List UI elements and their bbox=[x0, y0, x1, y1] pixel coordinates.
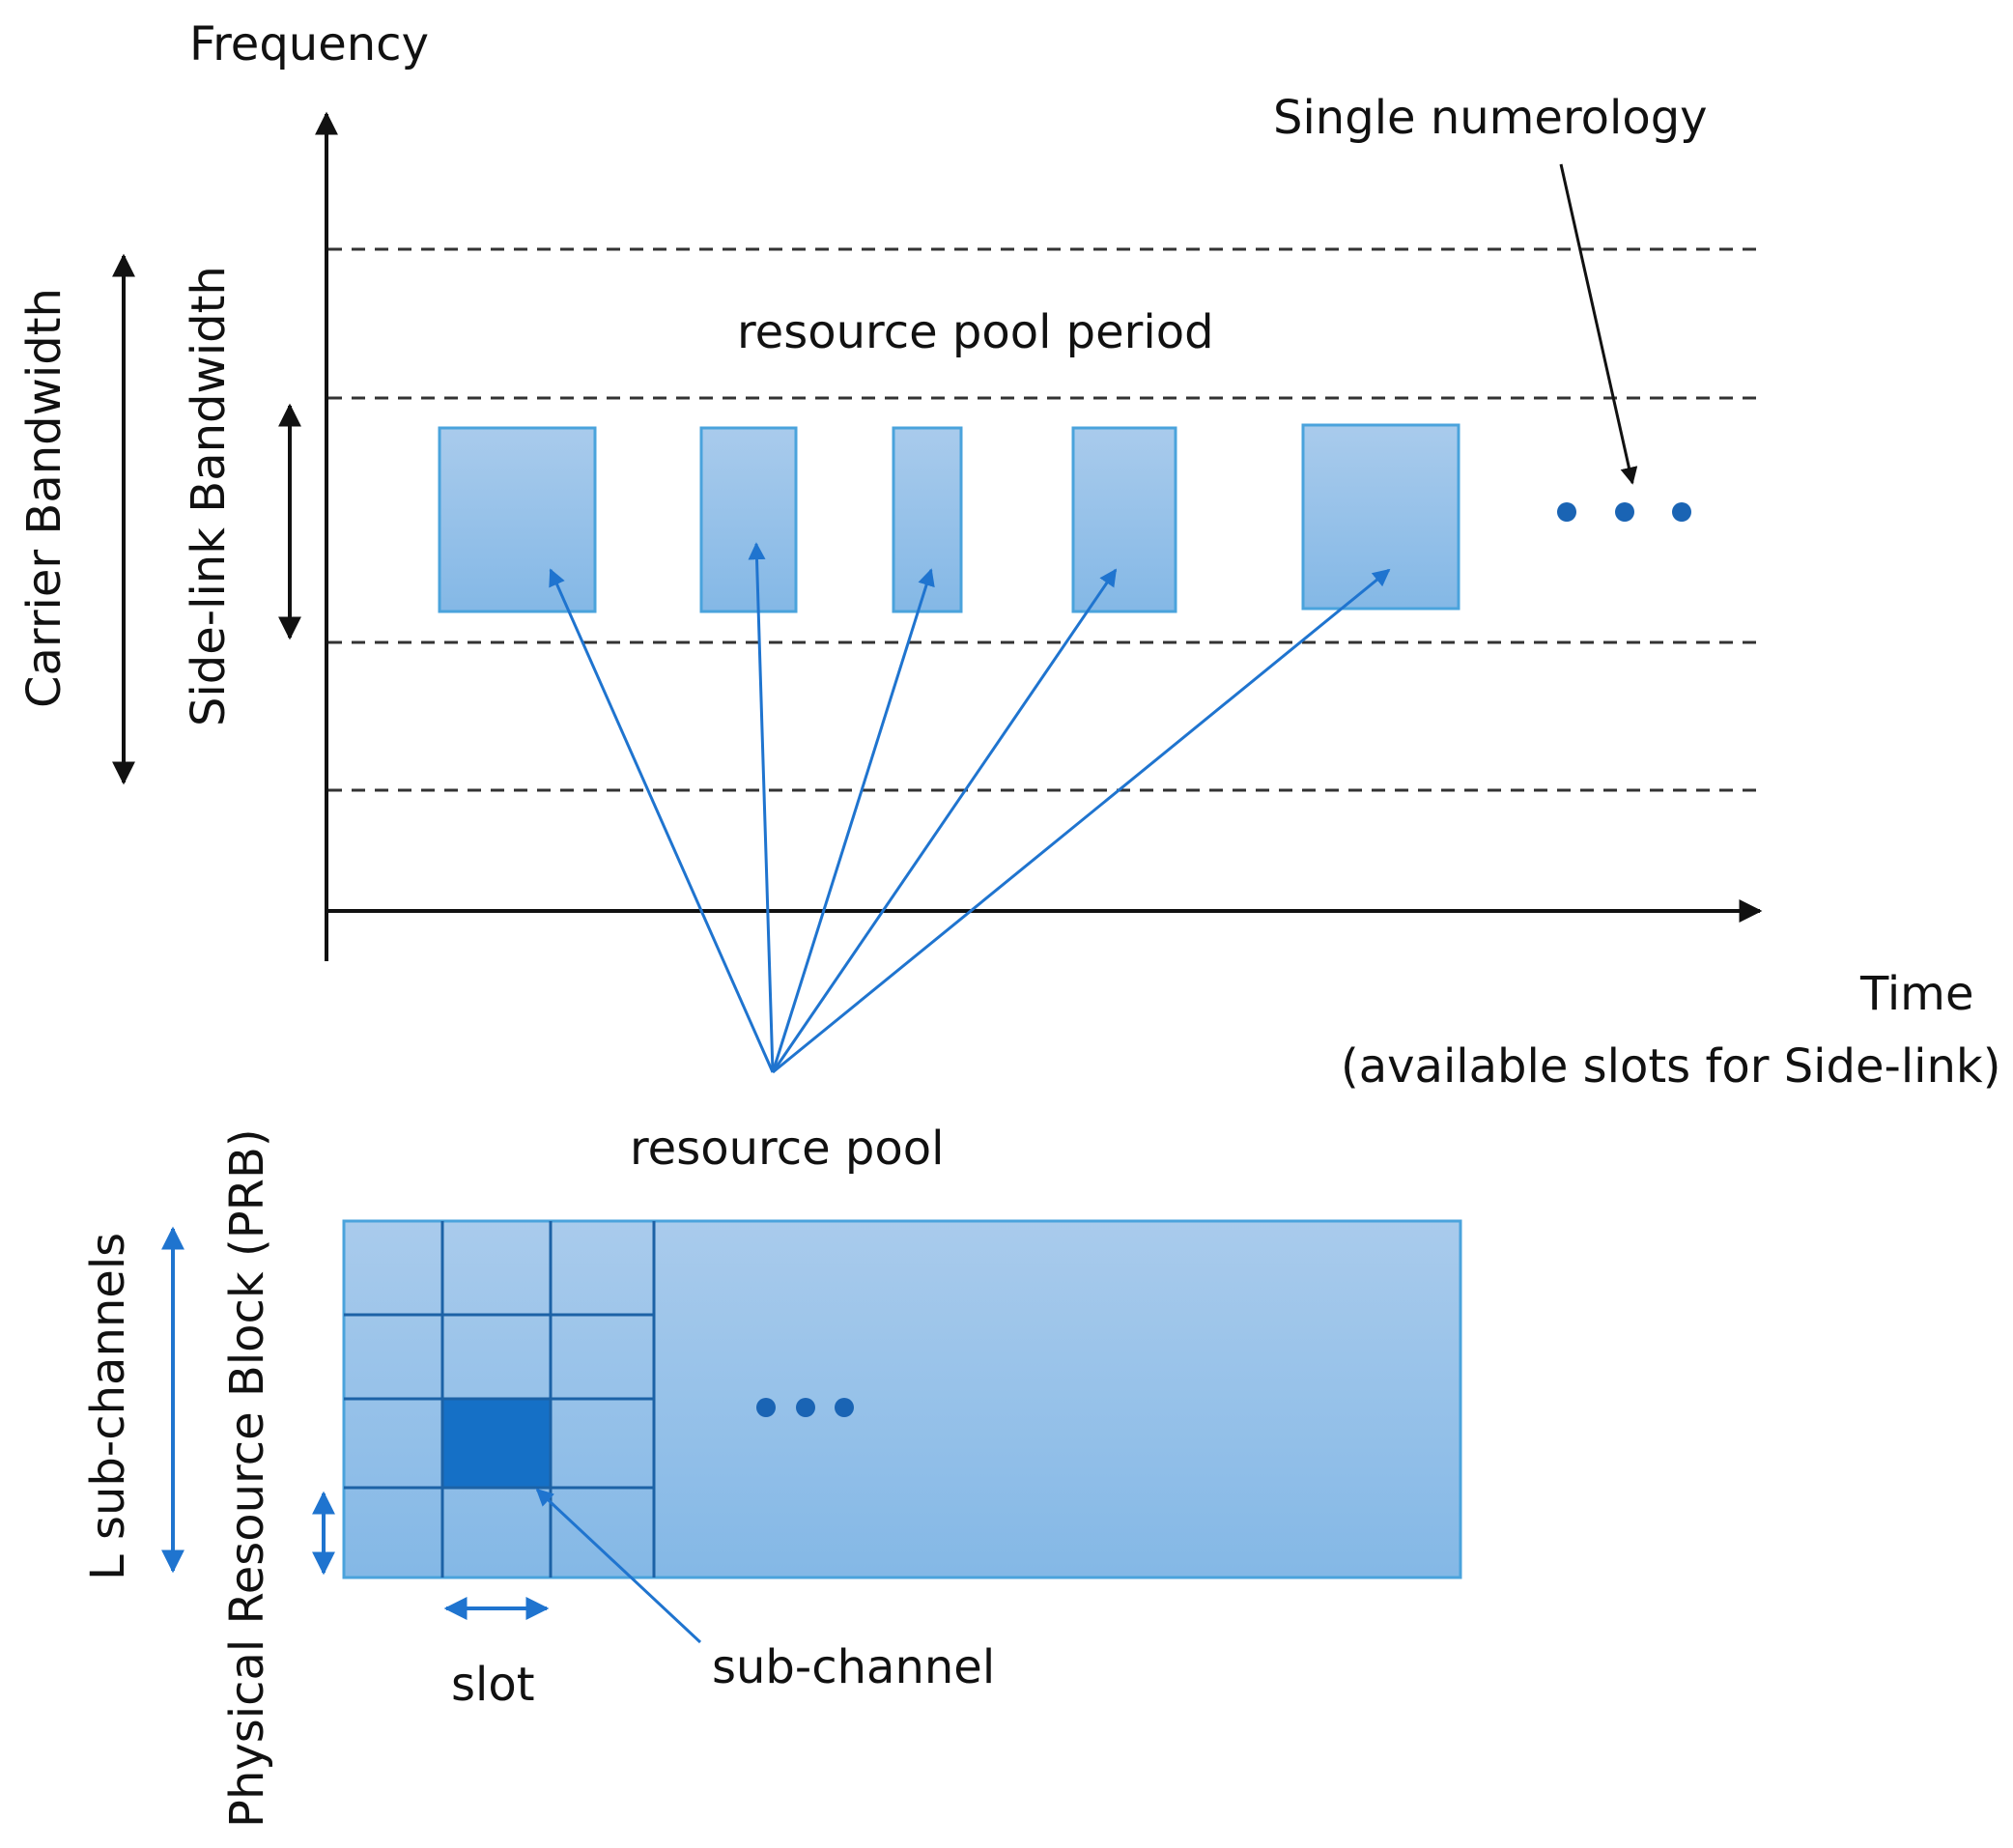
prb-label: Physical Resource Block (PRB) bbox=[220, 1128, 274, 1828]
resource-pool-block-4 bbox=[1071, 426, 1177, 613]
l-subchannels-label: L sub-channels bbox=[81, 1233, 135, 1580]
resource-pool-block-1 bbox=[438, 426, 597, 613]
single-numerology-pointer bbox=[1559, 163, 1638, 485]
subchannel-grid bbox=[344, 1221, 656, 1578]
resource-pool-block-2 bbox=[699, 426, 798, 613]
frequency-axis-label: Frequency bbox=[189, 17, 429, 71]
slot-label: slot bbox=[451, 1658, 535, 1712]
resource-pool-period-label: resource pool period bbox=[737, 305, 1214, 359]
resource-pool-label: resource pool bbox=[630, 1122, 944, 1176]
resource-pool-pointers bbox=[549, 542, 1391, 1074]
resource-pool-block-5 bbox=[1301, 423, 1460, 611]
bottom-continuation-dots bbox=[756, 1398, 854, 1417]
time-axis-label: Time bbox=[1859, 967, 1973, 1021]
sidelink-bandwidth-label: Side-link Bandwidth bbox=[182, 266, 236, 726]
top-continuation-dots bbox=[1557, 502, 1691, 522]
sub-channel-label: sub-channel bbox=[712, 1640, 995, 1694]
carrier-bandwidth-label: Carrier Bandwidth bbox=[17, 288, 71, 708]
sub-channel-pointer bbox=[535, 1488, 702, 1644]
time-axis-sublabel: (available slots for Side-link) bbox=[1341, 1039, 2000, 1094]
highlighted-sub-channel bbox=[440, 1397, 553, 1490]
single-numerology-label: Single numerology bbox=[1273, 91, 1708, 145]
